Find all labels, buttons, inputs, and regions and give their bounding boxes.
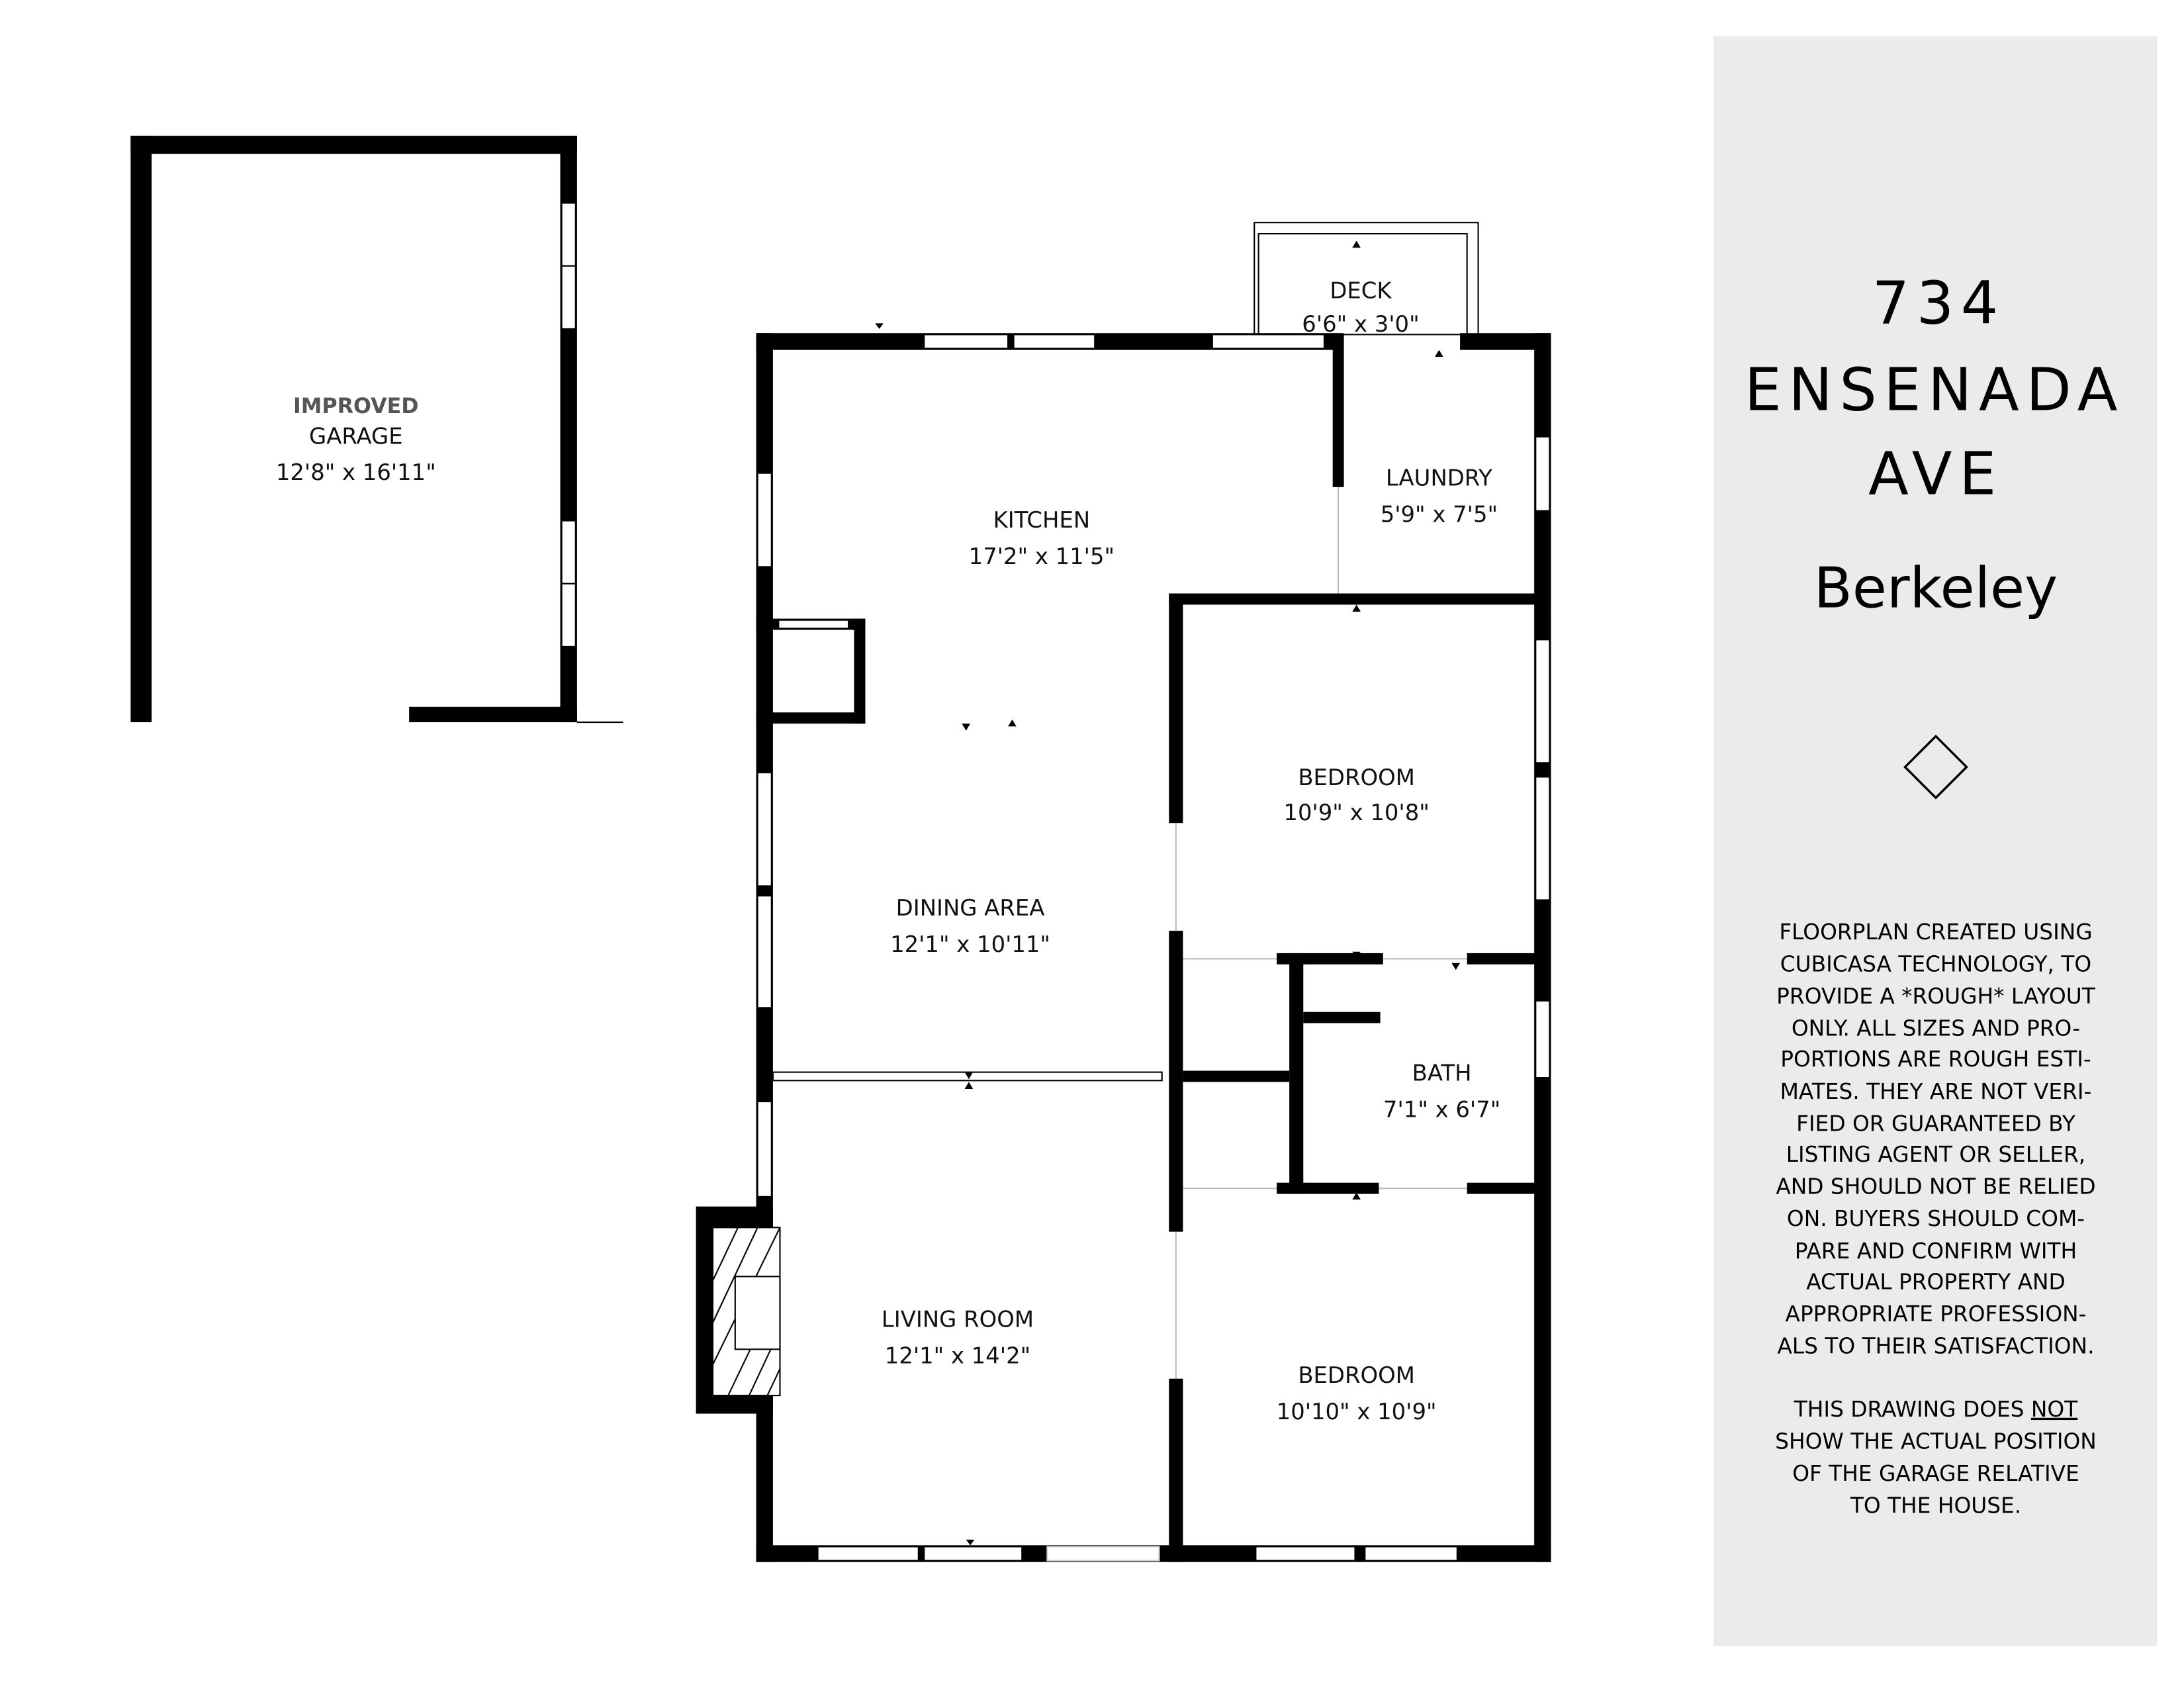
- deck-label: DECK: [1330, 277, 1392, 303]
- house-plan: DECK 6'6" x 3'0" KITCHEN 17'2" x 11'5" L…: [696, 222, 1551, 1562]
- disclaimer-line: ALS TO THEIR SATISFACTION.: [1777, 1334, 2094, 1359]
- laundry-label: LAUNDRY: [1386, 465, 1492, 491]
- kitchen-label: KITCHEN: [993, 507, 1091, 533]
- bedroom-1-label: BEDROOM: [1298, 765, 1415, 790]
- garage-note-line: THIS DRAWING DOES NOT: [1794, 1397, 2078, 1422]
- disclaimer: FLOORPLAN CREATED USING CUBICASA TECHNOL…: [1775, 919, 2097, 1519]
- disclaimer-line: PROVIDE A *ROUGH* LAYOUT: [1776, 984, 2096, 1009]
- disclaimer-line: MATES. THEY ARE NOT VERI-: [1780, 1079, 2092, 1104]
- info-panel: 734 ENSENADA AVE Berkeley FLOORPLAN CREA…: [1713, 36, 2158, 1646]
- bath-size: 7'1" x 6'7": [1383, 1096, 1500, 1122]
- garage-size: 12'8" x 16'11": [276, 459, 436, 485]
- disclaimer-line: AND SHOULD NOT BE RELIED: [1776, 1174, 2095, 1199]
- disclaimer-line: ACTUAL PROPERTY AND: [1806, 1269, 2066, 1294]
- dining-label: DINING AREA: [896, 895, 1045, 921]
- living-room-size: 12'1" x 14'2": [885, 1342, 1030, 1368]
- disclaimer-line: PORTIONS ARE ROUGH ESTI-: [1780, 1047, 2091, 1072]
- garage-label: IMPROVED: [293, 395, 419, 418]
- garage-note-line: TO THE HOUSE.: [1850, 1493, 2021, 1519]
- deck-size: 6'6" x 3'0": [1302, 311, 1419, 337]
- garage-note-emphasis: NOT: [2031, 1397, 2078, 1422]
- garage-plan: IMPROVED GARAGE 12'8" x 16'11": [130, 136, 623, 724]
- bath-label: BATH: [1412, 1060, 1472, 1086]
- city-name: Berkeley: [1814, 556, 2058, 621]
- living-room-label: LIVING ROOM: [882, 1306, 1034, 1332]
- disclaimer-line: APPROPRIATE PROFESSION-: [1786, 1301, 2087, 1327]
- garage-label-2: GARAGE: [309, 423, 403, 449]
- bedroom-2-label: BEDROOM: [1298, 1362, 1415, 1388]
- dining-size: 12'1" x 10'11": [890, 931, 1050, 957]
- garage-note-line: OF THE GARAGE RELATIVE: [1792, 1461, 2079, 1486]
- disclaimer-line: ON. BUYERS SHOULD COM-: [1787, 1206, 2085, 1231]
- bedroom-1-size: 10'9" x 10'8": [1283, 800, 1429, 825]
- garage-note-start: THIS DRAWING DOES: [1794, 1397, 2031, 1422]
- address-line-1: 734: [1872, 269, 2005, 337]
- laundry-size: 5'9" x 7'5": [1381, 502, 1498, 528]
- bedroom-2-size: 10'10" x 10'9": [1277, 1399, 1437, 1425]
- garage-note-line: SHOW THE ACTUAL POSITION: [1775, 1429, 2097, 1454]
- address-line-2: ENSENADA: [1745, 356, 2124, 424]
- disclaimer-line: CUBICASA TECHNOLOGY, TO: [1780, 951, 2091, 976]
- disclaimer-line: LISTING AGENT OR SELLER,: [1786, 1142, 2085, 1167]
- kitchen-size: 17'2" x 11'5": [969, 543, 1115, 569]
- disclaimer-line: FLOORPLAN CREATED USING: [1779, 919, 2092, 945]
- disclaimer-line: PARE AND CONFIRM WITH: [1795, 1239, 2077, 1264]
- address-line-3: AVE: [1868, 440, 2003, 508]
- fireplace: [696, 1206, 781, 1414]
- disclaimer-line: ONLY. ALL SIZES AND PRO-: [1792, 1016, 2080, 1041]
- diamond-icon: [1903, 734, 1968, 800]
- disclaimer-line: FIED OR GUARANTEED BY: [1796, 1111, 2076, 1136]
